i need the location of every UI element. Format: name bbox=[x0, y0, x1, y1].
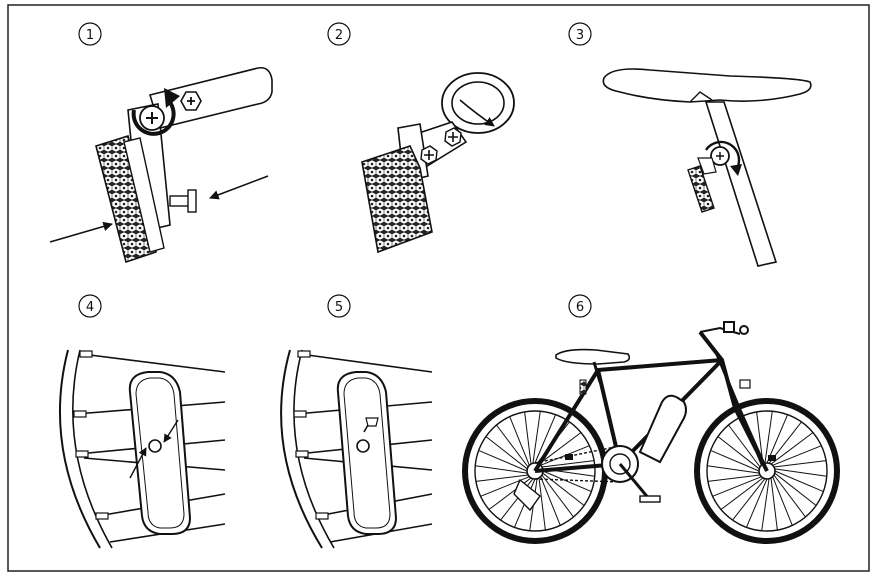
step-3-label: 3 bbox=[576, 28, 584, 43]
step-6-label: 6 bbox=[576, 300, 584, 315]
step-5-label: 5 bbox=[335, 300, 343, 315]
nut-2b bbox=[445, 128, 461, 146]
step-1-label: 1 bbox=[86, 28, 94, 43]
nut-head bbox=[181, 92, 201, 110]
screw-head bbox=[140, 106, 164, 130]
spoke-reflector-5 bbox=[338, 372, 396, 534]
step-4-label: 4 bbox=[86, 300, 94, 315]
front-reflector bbox=[740, 380, 750, 388]
step-2-label: 2 bbox=[335, 28, 343, 43]
nut-2a bbox=[421, 146, 437, 164]
reflector-screw bbox=[149, 440, 161, 452]
rear-reflector bbox=[580, 380, 586, 394]
